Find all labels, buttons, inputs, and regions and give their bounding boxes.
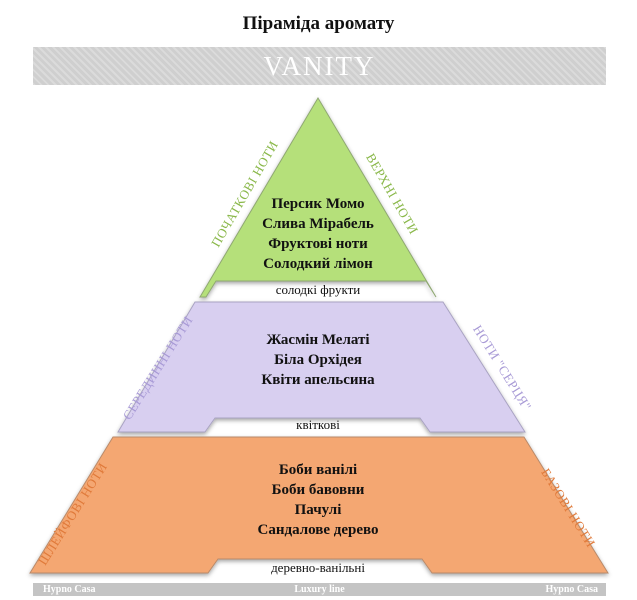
base-notes-list: Боби ванілі Боби бавовни Пачулі Сандалов…	[218, 460, 418, 540]
note-item: Слива Мірабель	[262, 216, 374, 232]
brand-banner: VANITY	[33, 47, 606, 85]
note-item: Жасмін Мелаті	[266, 332, 370, 348]
note-item: Сандалове дерево	[257, 522, 379, 538]
note-item: Персик Момо	[271, 196, 365, 212]
footer-left-brand: Hypno Casa	[43, 584, 96, 595]
footer-center-line: Luxury line	[294, 584, 345, 595]
top-accord-label: солодкі фрукти	[275, 282, 361, 297]
footer-right-brand: Hypno Casa	[545, 584, 598, 595]
base-tier-shape	[29, 436, 609, 574]
note-item: Солодкий лімон	[263, 256, 373, 272]
middle-accord-label: квіткові	[296, 417, 340, 432]
note-item: Квіти апельсина	[261, 372, 375, 388]
note-item: Боби бавовни	[271, 482, 365, 498]
brand-name: VANITY	[263, 51, 376, 81]
note-item: Пачулі	[294, 502, 342, 518]
page-title: Піраміда аромату	[242, 13, 395, 34]
middle-tier-shape	[117, 301, 526, 433]
footer-bar: Hypno Casa Luxury line Hypno Casa	[33, 583, 606, 596]
note-item: Боби ванілі	[278, 462, 358, 478]
top-tier-shape	[199, 97, 437, 298]
base-accord-label: деревно-ванільні	[271, 560, 365, 575]
middle-notes-list: Жасмін Мелаті Біла Орхідея Квіти апельси…	[218, 330, 418, 390]
top-notes-list: Персик Момо Слива Мірабель Фруктові ноти…	[218, 194, 418, 274]
note-item: Біла Орхідея	[274, 352, 362, 368]
note-item: Фруктові ноти	[268, 236, 368, 252]
